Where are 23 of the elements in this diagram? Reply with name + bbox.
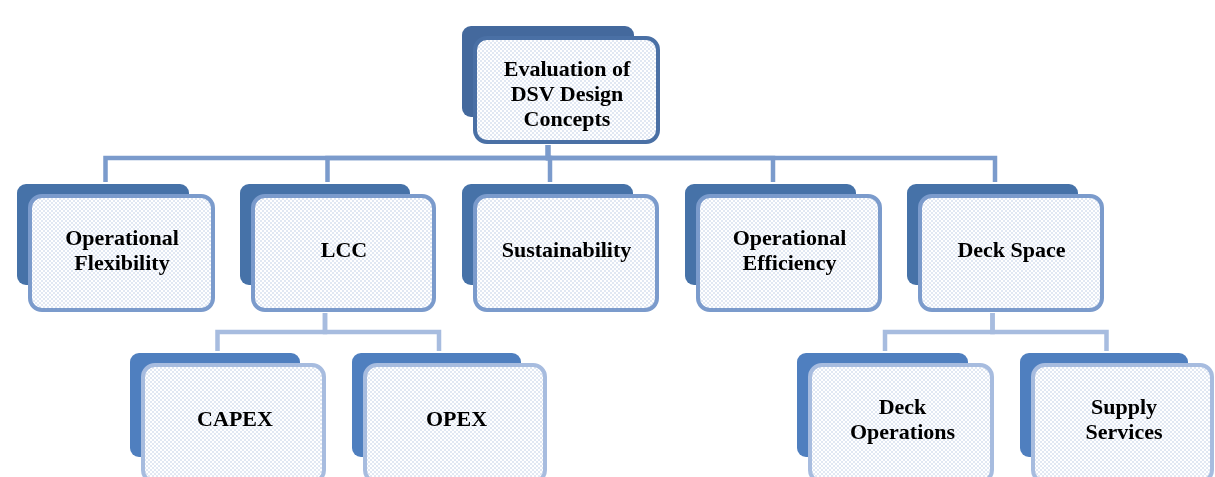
card-box [795, 351, 995, 477]
connector-line [990, 313, 1109, 351]
card-box [905, 182, 1105, 313]
card-box [1018, 351, 1215, 477]
node-label: LCC [320, 237, 368, 262]
connector-line [322, 313, 442, 351]
card-box [238, 182, 437, 313]
node-label: Deck Operations [848, 393, 957, 444]
node-label: Operational Efficiency [731, 224, 848, 275]
node-label: Supply Services [1084, 393, 1164, 444]
node-label: Operational Flexibility [64, 224, 180, 275]
node-label: OPEX [425, 406, 488, 431]
node-label: Evaluation of DSV Design Concepts [502, 56, 632, 131]
card-box [460, 24, 661, 145]
card-box [460, 182, 660, 313]
card-box [15, 182, 216, 313]
node-label: Sustainability [501, 237, 632, 262]
connector-line [545, 145, 998, 182]
node-label: CAPEX [197, 406, 273, 431]
card-box [350, 351, 548, 477]
card-box [128, 351, 327, 477]
card-box [683, 182, 883, 313]
node-label: Deck Space [957, 237, 1066, 262]
